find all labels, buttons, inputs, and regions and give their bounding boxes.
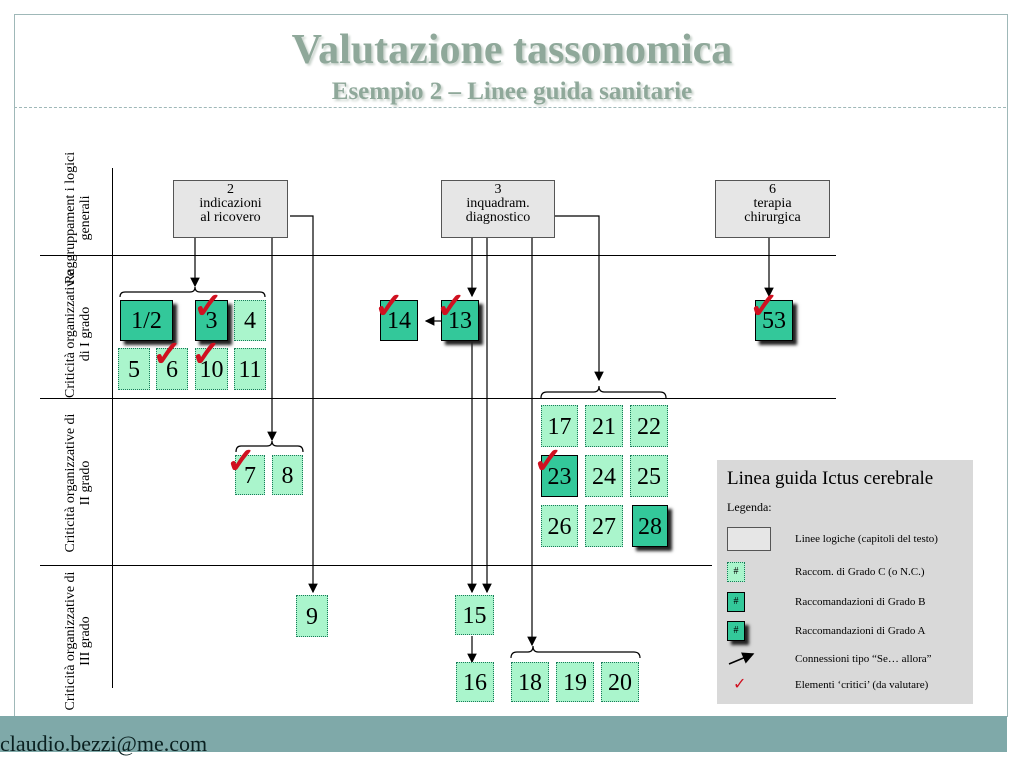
- legend-swatch-grade-c: #: [727, 562, 745, 582]
- legend-entry-grade-b: Raccomandazioni di Grado B: [795, 596, 926, 608]
- critical-check-item-14: ✓: [374, 286, 405, 326]
- footer-email: claudio.bezzi@me.com: [0, 731, 208, 756]
- legend-subtitle: Legenda:: [727, 500, 772, 514]
- item-3: 3: [195, 300, 228, 341]
- group-note-3: 3 inquadram. diagnostico: [441, 180, 555, 238]
- group-note-6-number: 6: [769, 182, 776, 197]
- item-27: 27: [585, 505, 623, 547]
- item-22: 22: [630, 405, 668, 447]
- item-13: 13: [441, 300, 479, 341]
- critical-check-item-6: ✓: [152, 334, 183, 374]
- critical-check-item-10: ✓: [191, 334, 222, 374]
- legend-entry-connections: Connessioni tipo “Se… allora”: [795, 653, 932, 665]
- group-note-3-line1: inquadram.: [466, 196, 530, 211]
- item-10: 10: [195, 348, 228, 390]
- group-note-3-line2: diagnostico: [465, 210, 531, 225]
- row-axis-line: [112, 168, 113, 688]
- item-1-2: 1/2: [120, 300, 173, 341]
- item-6: 6: [156, 348, 188, 390]
- legend-check-icon: ✓: [733, 676, 747, 693]
- page-subtitle: Esempio 2 – Linee guida sanitarie: [331, 78, 693, 105]
- group-note-2-number: 2: [227, 182, 234, 197]
- critical-check-item-7: ✓: [226, 441, 257, 481]
- legend-entry-critical: Elementi ‘critici’ (da valutare): [795, 679, 929, 691]
- critical-check-item-23: ✓: [533, 441, 564, 481]
- critical-check-item-3: ✓: [193, 286, 224, 326]
- item-14: 14: [380, 300, 418, 341]
- group-note-6: 6 terapia chirurgica: [715, 180, 830, 238]
- row-separator-3: [40, 565, 712, 566]
- item-53: 53: [755, 300, 793, 341]
- critical-check-item-13: ✓: [436, 286, 467, 326]
- item-8: 8: [272, 455, 303, 495]
- item-18: 18: [511, 662, 549, 702]
- group-note-6-line1: terapia: [753, 196, 792, 211]
- item-25: 25: [630, 455, 668, 497]
- footer-bar: claudio.bezzi@me.com: [0, 716, 1007, 756]
- item-4: 4: [234, 300, 266, 341]
- item-9: 9: [296, 595, 328, 637]
- group-note-2-line1: indicazioni: [199, 196, 262, 211]
- legend-swatch-grade-b: #: [727, 592, 745, 612]
- item-24: 24: [585, 455, 623, 497]
- item-7: 7: [235, 455, 265, 495]
- legend-entry-grade-a: Raccomandazioni di Grado A: [795, 625, 926, 637]
- legend-swatch-logic-line: [727, 527, 771, 551]
- item-15: 15: [455, 595, 494, 635]
- legend-entry-logic-lines: Linee logiche (capitoli del testo): [795, 533, 938, 545]
- legend-title: Linea guida Ictus cerebrale: [727, 468, 934, 489]
- item-23: 23: [541, 455, 578, 497]
- legend-panel: Linea guida Ictus cerebrale Legenda: Lin…: [717, 460, 973, 704]
- legend-arrow-icon: [728, 652, 755, 665]
- critical-check-item-53: ✓: [749, 286, 780, 326]
- title-divider: [14, 107, 1006, 108]
- item-28: 28: [632, 505, 668, 547]
- group-note-2-line2: al ricovero: [200, 210, 261, 225]
- row-separator-2: [40, 398, 836, 399]
- item-20: 20: [601, 662, 639, 702]
- legend-entry-grade-c: Raccom. di Grado C (o N.C.): [795, 566, 925, 578]
- group-note-3-number: 3: [494, 182, 502, 197]
- page-title: Valutazione tassonomica: [291, 27, 733, 73]
- group-note-6-line2: chirurgica: [744, 210, 801, 225]
- group-note-2: 2 indicazioni al ricovero: [173, 180, 288, 238]
- item-19: 19: [556, 662, 594, 702]
- item-5: 5: [118, 348, 150, 390]
- item-11: 11: [234, 348, 266, 390]
- legend-swatch-grade-a: #: [727, 621, 745, 641]
- item-21: 21: [585, 405, 623, 447]
- item-17: 17: [541, 405, 578, 447]
- item-16: 16: [456, 662, 494, 702]
- slide-frame: [14, 14, 1008, 717]
- row-separator-1: [40, 255, 836, 256]
- item-26: 26: [541, 505, 578, 547]
